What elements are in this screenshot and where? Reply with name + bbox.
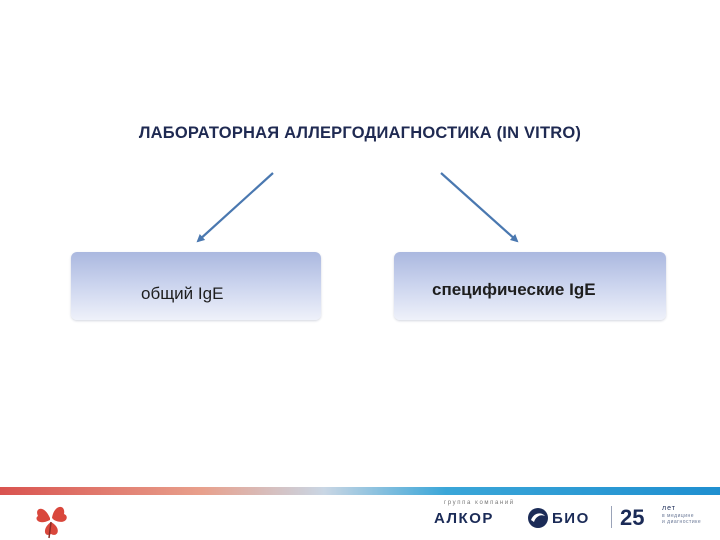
anniversary-number: 25: [620, 505, 645, 530]
box-specific-ige-label: специфические IgE: [432, 280, 596, 299]
box-total-ige: общий IgE: [71, 252, 321, 320]
diagram-title: ЛАБОРАТОРНАЯ АЛЛЕРГОДИАГНОСТИКА (IN VITR…: [138, 124, 582, 142]
box-specific-ige: специфические IgE: [394, 252, 666, 320]
arrow-left: [196, 172, 274, 243]
footer-divider: [611, 506, 612, 528]
anniversary-word: лет: [662, 505, 676, 512]
group-text: группа компаний: [444, 500, 515, 506]
red-clover-logo-icon: [36, 506, 67, 539]
footer-stripe: [0, 487, 720, 495]
arrow-right: [440, 172, 519, 243]
box-total-ige-label: общий IgE: [141, 284, 224, 303]
footer-brand: группа компаний АЛКОР БИО 25 лет в медиц…: [430, 498, 720, 538]
tagline-line-2: и диагностике: [662, 519, 702, 525]
brand-bio: БИО: [552, 510, 590, 527]
swirl-logo-icon: [528, 508, 548, 528]
brand-alkor: АЛКОР: [434, 510, 494, 527]
tagline-line-1: в медицине: [662, 513, 695, 519]
